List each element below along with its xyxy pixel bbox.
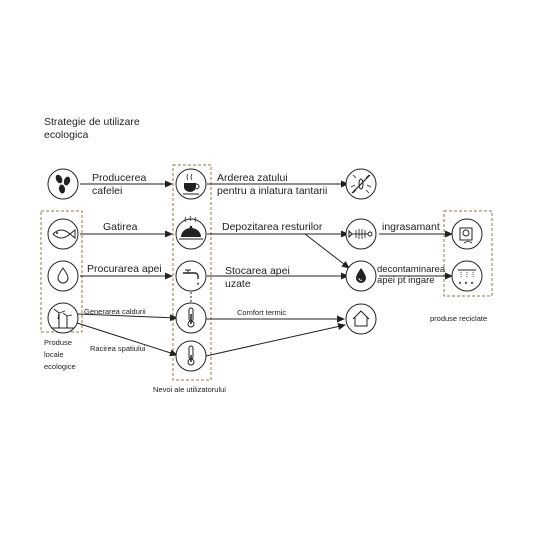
house-icon xyxy=(345,303,377,335)
label-space-cooling: Racirea spatiului xyxy=(90,344,146,353)
label-heat-generation: Generarea caldurii xyxy=(84,307,146,316)
flow-heat-generation xyxy=(77,313,178,322)
label-local-products-1: Produse xyxy=(44,338,72,347)
thermometer-cool-icon xyxy=(175,340,207,372)
label-used-water-2: uzate xyxy=(225,278,251,290)
label-thermal-comfort: Comfort termic xyxy=(237,308,286,317)
fish-icon xyxy=(47,218,79,250)
label-recycled-products: produse reciclate xyxy=(430,314,487,323)
diagram-title: Strategie de utilizare ecologica xyxy=(44,116,140,142)
label-cooking: Gatirea xyxy=(103,221,138,233)
label-water-supply: Procurarea apei xyxy=(87,263,162,275)
title-line-1: Strategie de utilizare xyxy=(44,116,140,128)
label-coffee-production-2: cafelei xyxy=(92,185,122,197)
label-waste-storage: Depozitarea resturilor xyxy=(222,221,323,233)
fish-bone-icon xyxy=(345,218,377,250)
label-used-water-1: Stocarea apei xyxy=(225,265,290,277)
label-local-products-3: ecologice xyxy=(44,362,76,371)
drop-recycle-icon xyxy=(345,260,377,292)
label-coffee-production-1: Producerea xyxy=(92,172,146,184)
label-decontamination-1: decontaminarea xyxy=(377,264,446,275)
thermometer-warm-icon xyxy=(175,302,207,334)
label-user-needs: Nevoi ale utilizatorului xyxy=(153,385,226,394)
label-local-products-2: locale xyxy=(44,350,64,359)
label-grounds-burning-1: Arderea zatului xyxy=(217,172,288,184)
label-fertilizer: ingrasamant xyxy=(382,221,440,233)
label-grounds-burning-2: pentru a inlatura tantarii xyxy=(217,185,327,197)
coffee-cup-icon xyxy=(175,168,207,200)
flow-cooling-to-house xyxy=(205,323,346,357)
recycled-products-group-box xyxy=(443,210,493,297)
compost-bin-icon xyxy=(451,218,483,250)
no-mosquito-icon xyxy=(345,168,377,200)
title-line-2: ecologica xyxy=(44,129,89,141)
label-decontamination-2: apei pt ingare xyxy=(377,275,435,286)
coffee-beans-icon xyxy=(47,168,79,200)
irrigation-icon xyxy=(451,260,483,292)
cloche-icon xyxy=(175,215,207,250)
user-needs-group-box xyxy=(172,164,212,381)
flow-waste-to-decontamination xyxy=(304,233,350,269)
wind-turbine-icon xyxy=(47,302,79,334)
water-drop-icon xyxy=(47,260,79,292)
flow-space-cooling xyxy=(73,321,178,357)
faucet-icon xyxy=(175,260,207,292)
